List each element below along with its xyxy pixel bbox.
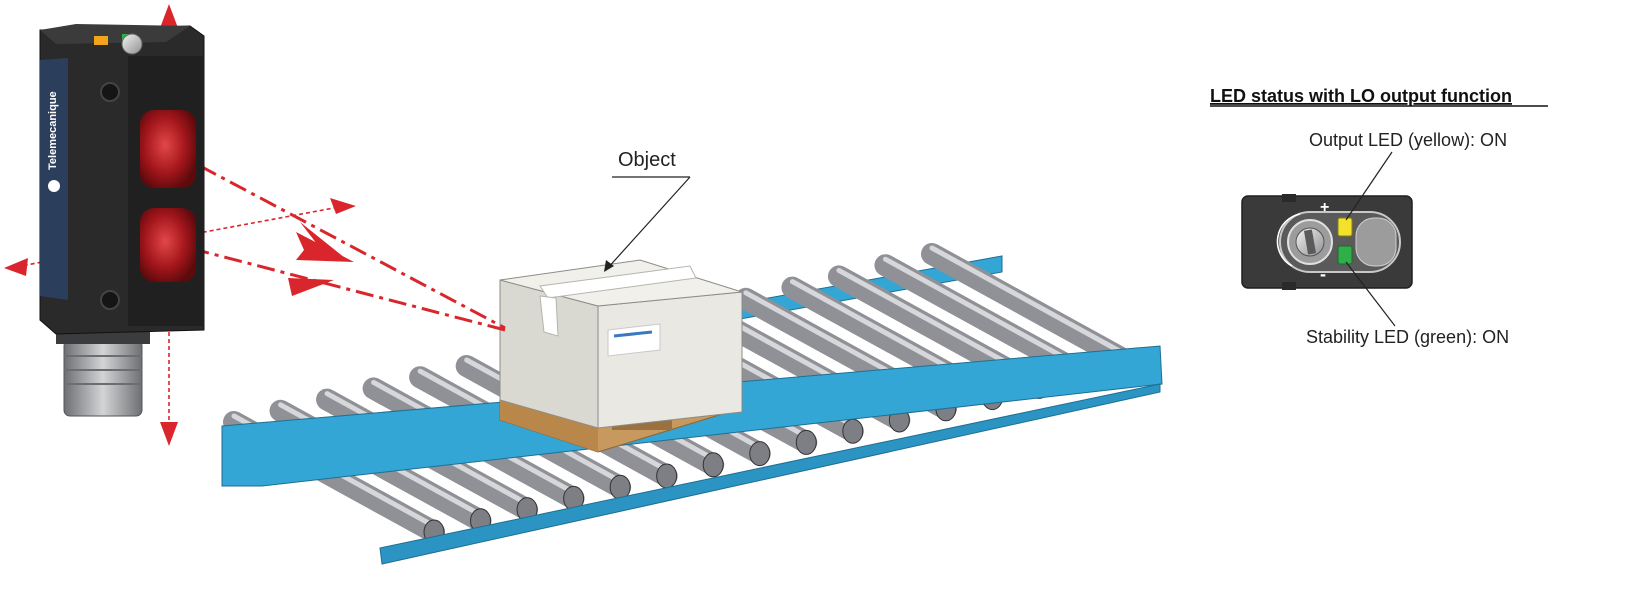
sensor-front-face <box>128 56 204 326</box>
sensor-top <box>40 24 190 44</box>
arrow-axis-left <box>4 258 28 276</box>
object-callout: Object <box>604 149 691 272</box>
box-side <box>597 291 743 429</box>
plus-sign: + <box>1320 199 1329 216</box>
stability-led-leader <box>1345 261 1396 327</box>
sensor-top-knob <box>121 33 143 55</box>
object-box <box>499 259 743 453</box>
conveyor-roller-end <box>702 452 724 478</box>
arrow-axis-up <box>160 4 178 28</box>
sensor-hole-bottom <box>100 290 120 310</box>
sensor-connector <box>63 339 143 417</box>
stability-led-green <box>1337 245 1353 265</box>
beam-arrows <box>4 4 356 446</box>
beam-return <box>177 243 506 332</box>
box-label <box>607 323 661 357</box>
arrow-emit-head <box>296 232 354 262</box>
pallet-slat <box>612 420 672 430</box>
object-label: Object <box>618 149 676 171</box>
conveyor-roller-highlight <box>882 256 1088 372</box>
minus-sign: - <box>1320 264 1326 284</box>
sensor-lens-emitter <box>140 110 196 188</box>
stability-led-label: Stability LED (green): ON <box>1306 327 1509 347</box>
conveyor-roller <box>921 243 1143 375</box>
sensor-brand: Telemecanique <box>47 91 59 170</box>
arrow-axis-down <box>160 422 178 446</box>
led-panel-title: LED status with LO output function <box>1210 86 1512 106</box>
sensor-lens-receiver <box>140 208 196 282</box>
arrow-return <box>288 278 334 296</box>
arrow-axis-right <box>330 198 356 214</box>
output-led-label: Output LED (yellow): ON <box>1309 130 1507 150</box>
photoelectric-sensor: Telemecanique <box>39 24 205 417</box>
output-led-yellow <box>1337 217 1353 237</box>
sensor-top-yellow-led <box>94 36 108 45</box>
sensor-side-panel <box>40 58 68 300</box>
arrow-emit <box>300 222 350 262</box>
conveyor-roller-highlight <box>929 245 1135 361</box>
conveyor-roller-end <box>656 463 678 489</box>
output-led-leader <box>1345 151 1393 221</box>
rotation-arrow-icon <box>1276 213 1301 267</box>
conveyor-roller-end <box>795 429 817 455</box>
conveyor-roller-end <box>842 418 864 444</box>
sensor-top-lens <box>1355 217 1397 267</box>
sensor-hole-top <box>100 82 120 102</box>
led-status-panel: LED status with LO output function Outpu… <box>1210 86 1548 347</box>
object-callout-arrow <box>604 260 614 272</box>
sensor-logo <box>48 180 60 192</box>
box-tape-flap <box>539 295 559 337</box>
beam-emit <box>169 148 506 330</box>
box-tape <box>539 265 697 299</box>
conveyor-roller-end <box>749 441 771 467</box>
conveyor-front-rail-lower <box>379 383 1161 565</box>
